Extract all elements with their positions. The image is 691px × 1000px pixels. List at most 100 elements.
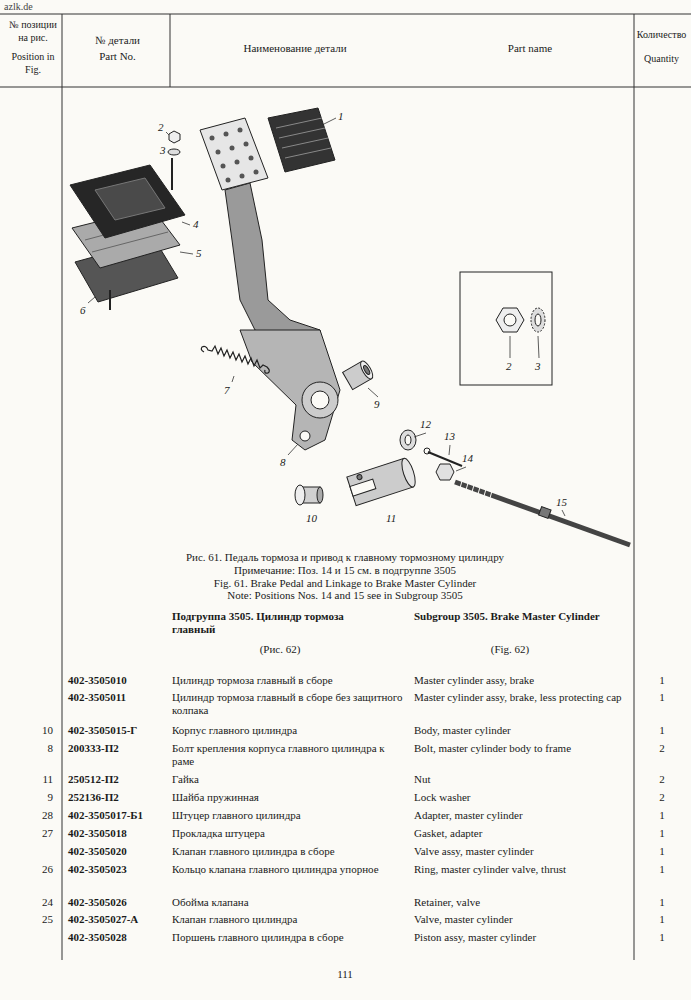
note: Примечание: Поз. 14 и 15 см. в подгруппе…: [80, 564, 610, 577]
position-cell: 28: [8, 809, 53, 822]
linkage-parts: [347, 457, 418, 506]
callout-number: 5: [196, 247, 202, 260]
part-name-cell: Клапан главного цилиндра: [172, 913, 408, 926]
quantity-cell: 2: [636, 773, 688, 786]
linkage-parts: [455, 482, 630, 545]
header-cell: Position in Fig.: [6, 50, 60, 76]
linkage-parts: [424, 448, 430, 454]
callout-number: 12: [420, 418, 431, 431]
brake-pedal: [268, 108, 335, 172]
quantity-cell: 1: [636, 845, 688, 858]
part-number-cell: 402-3505010: [68, 674, 168, 687]
position-cell: 27: [8, 827, 53, 840]
part-name-cell: Master cylinder assy, brake, less protec…: [414, 691, 632, 704]
part-name-cell: Цилиндр тормоза главный в сборе: [172, 674, 408, 687]
part-name-cell: Кольцо клапана главного цилиндра упорное: [172, 863, 408, 876]
leader-line: [324, 118, 336, 124]
brake-pedal: [216, 150, 221, 155]
return-spring: [201, 346, 269, 373]
part-number-cell: 402-3505020: [68, 845, 168, 858]
linkage-parts: [405, 435, 411, 445]
brake-pedal: [238, 128, 243, 133]
detail-inset: [496, 308, 524, 332]
position-cell: 9: [8, 791, 53, 804]
brake-pedal: [276, 118, 331, 158]
table-rule: [634, 14, 635, 960]
callout-number: 2: [158, 121, 164, 134]
leader-line: [288, 444, 298, 455]
quantity-cell: 1: [636, 827, 688, 840]
linkage-parts: [356, 474, 362, 480]
linkage-parts: [478, 487, 480, 494]
linkage-parts: [317, 487, 323, 503]
linkage-parts: [466, 483, 468, 490]
callout-number: 10: [306, 512, 317, 525]
header-cell: Part No.: [70, 50, 165, 63]
leader-line: [232, 376, 234, 382]
pad-assembly: [70, 131, 185, 310]
linkage-parts: [362, 365, 370, 376]
quantity-cell: 1: [636, 896, 688, 909]
part-name-cell: Прокладка штуцера: [172, 827, 408, 840]
leader-line: [368, 388, 378, 397]
part-name-cell: Болт крепления корпуса главного цилиндра…: [172, 742, 408, 768]
pad-assembly: [171, 158, 173, 190]
callout-number: 6: [80, 304, 86, 317]
pad-assembly: [70, 165, 185, 238]
detail-inset: [535, 314, 541, 326]
linkage-parts: [399, 457, 418, 489]
brake-pedal: [244, 142, 249, 147]
quantity-cell: 1: [636, 724, 688, 737]
caption: Рис. 61. Педаль тормоза и привод к главн…: [80, 551, 610, 564]
linkage-parts: [295, 359, 630, 545]
position-cell: 24: [8, 896, 53, 909]
brake-pedal: [254, 170, 259, 175]
part-name-cell: Master cylinder assy, brake: [414, 674, 632, 687]
linkage-parts: [460, 481, 462, 488]
part-name-cell: Piston assy, master cylinder: [414, 931, 632, 944]
part-name-cell: Adapter, master cylinder: [414, 809, 632, 822]
leader-line: [88, 297, 95, 303]
leader-line: [88, 118, 565, 516]
callout-number: 4: [193, 218, 199, 231]
leader-line: [510, 336, 511, 358]
part-number-cell: 402-3505027-А: [68, 913, 168, 926]
quantity-cell: 1: [636, 913, 688, 926]
quantity-cell: 1: [636, 674, 688, 687]
linkage-parts: [350, 479, 376, 496]
callout-number: 14: [462, 452, 473, 465]
brake-pedal: [240, 330, 340, 450]
quantity-cell: 1: [636, 863, 688, 876]
brake-pedal: [224, 132, 229, 137]
caption-english: Fig. 61. Brake Pedal and Linkage to Brak…: [80, 577, 610, 590]
brake-pedal: [200, 118, 268, 190]
linkage-parts: [460, 481, 492, 498]
page-number: 111: [320, 968, 370, 981]
position-cell: 11: [8, 773, 53, 786]
brake-pedal: [226, 178, 231, 183]
part-name-cell: Клапан главного цилиндра в сборе: [172, 845, 408, 858]
leader-line: [562, 510, 565, 516]
return-spring: [201, 346, 269, 373]
position-cell: 25: [8, 913, 53, 926]
pad-assembly: [109, 290, 111, 310]
part-number-cell: 200333-П2: [68, 742, 168, 755]
brake-pedal: [300, 431, 310, 441]
linkage-parts: [472, 485, 474, 492]
note: Note: Positions Nos. 14 and 15 see in Su…: [80, 589, 610, 602]
linkage-parts: [358, 359, 375, 380]
detail-inset: [504, 314, 516, 326]
pad-assembly: [169, 131, 180, 143]
callout-number: 1: [338, 110, 344, 123]
linkage-parts: [400, 430, 416, 450]
leader-line: [180, 252, 193, 254]
part-name-cell: Шайба пружинная: [172, 791, 408, 804]
part-name-cell: Корпус главного цилиндра: [172, 724, 408, 737]
table-rule: [0, 14, 691, 15]
quantity-cell: 1: [636, 809, 688, 822]
callout-number: 15: [556, 496, 567, 509]
figure-reference: (Рис. 62): [230, 643, 330, 656]
leader-line: [449, 445, 450, 455]
pad-assembly: [95, 178, 165, 220]
